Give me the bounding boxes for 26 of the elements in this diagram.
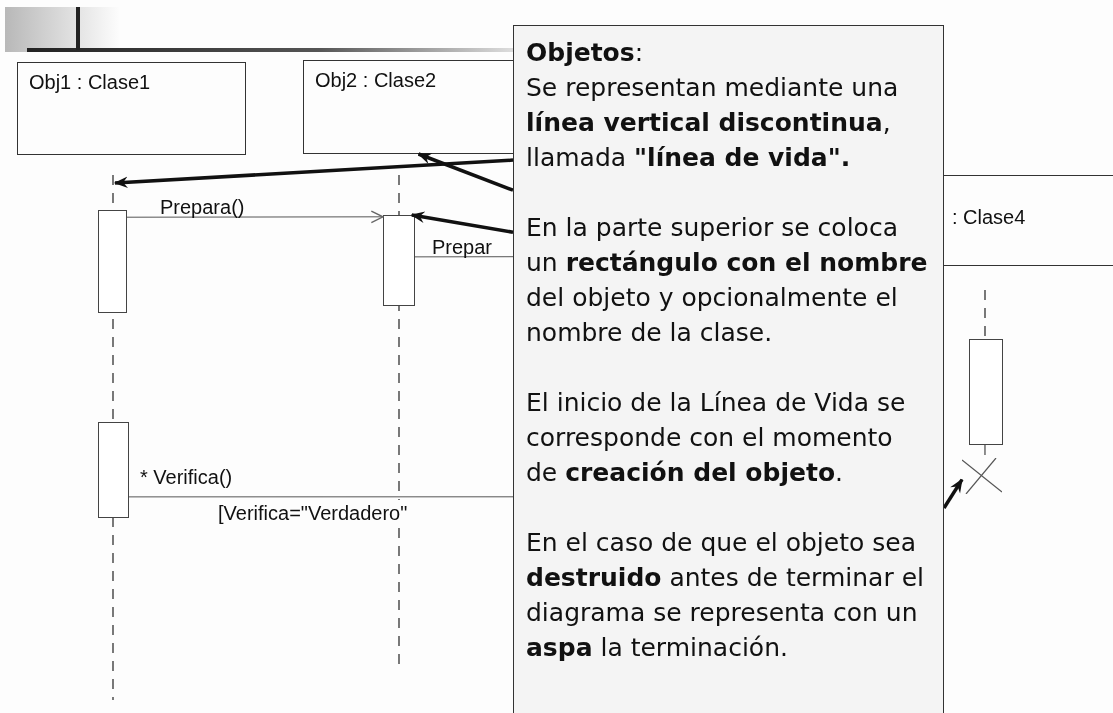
- destruction-cross: [962, 458, 1002, 494]
- message-line: [128, 496, 514, 498]
- message-label: * Verifica(): [140, 466, 233, 488]
- activation-bar: [98, 422, 129, 518]
- guard-condition: [Verifica="Verdadero": [218, 502, 408, 524]
- note-paragraph: El inicio de la Línea de Vida se corresponde con el momento de creación del objeto.: [526, 387, 907, 489]
- note-paragraph: En la parte superior se coloca un rectángulo con el nombre del objeto y opcionalmente el nombre de la clase.: [526, 212, 929, 349]
- activation-bar: [969, 339, 1003, 445]
- object-name: : Clase4: [952, 206, 1026, 229]
- note-paragraph: Se representan mediante una línea vertical discontinua, llamada "línea de vida".: [526, 72, 900, 174]
- pointer-arrow: [417, 152, 514, 192]
- object-name: Obj1 : Clase1: [29, 71, 151, 94]
- message-label: Prepara(): [160, 196, 245, 218]
- message-label: Prepar: [432, 236, 493, 258]
- note-paragraph: En el caso de que el objeto sea destruido antes de terminar el diagrama se representa con un aspa la terminación.: [526, 527, 925, 664]
- object-box: [944, 175, 1113, 266]
- note-heading: Objetos:: [526, 37, 645, 69]
- message-arrow: [126, 210, 384, 224]
- message-line: [414, 256, 514, 258]
- pointer-arrow: [410, 211, 514, 234]
- object-name: Obj2 : Clase2: [315, 69, 437, 92]
- lifeline: [111, 175, 115, 700]
- note-callout: [513, 25, 944, 713]
- object-box: [17, 62, 246, 155]
- activation-bar: [383, 215, 415, 306]
- activation-bar: [98, 210, 127, 313]
